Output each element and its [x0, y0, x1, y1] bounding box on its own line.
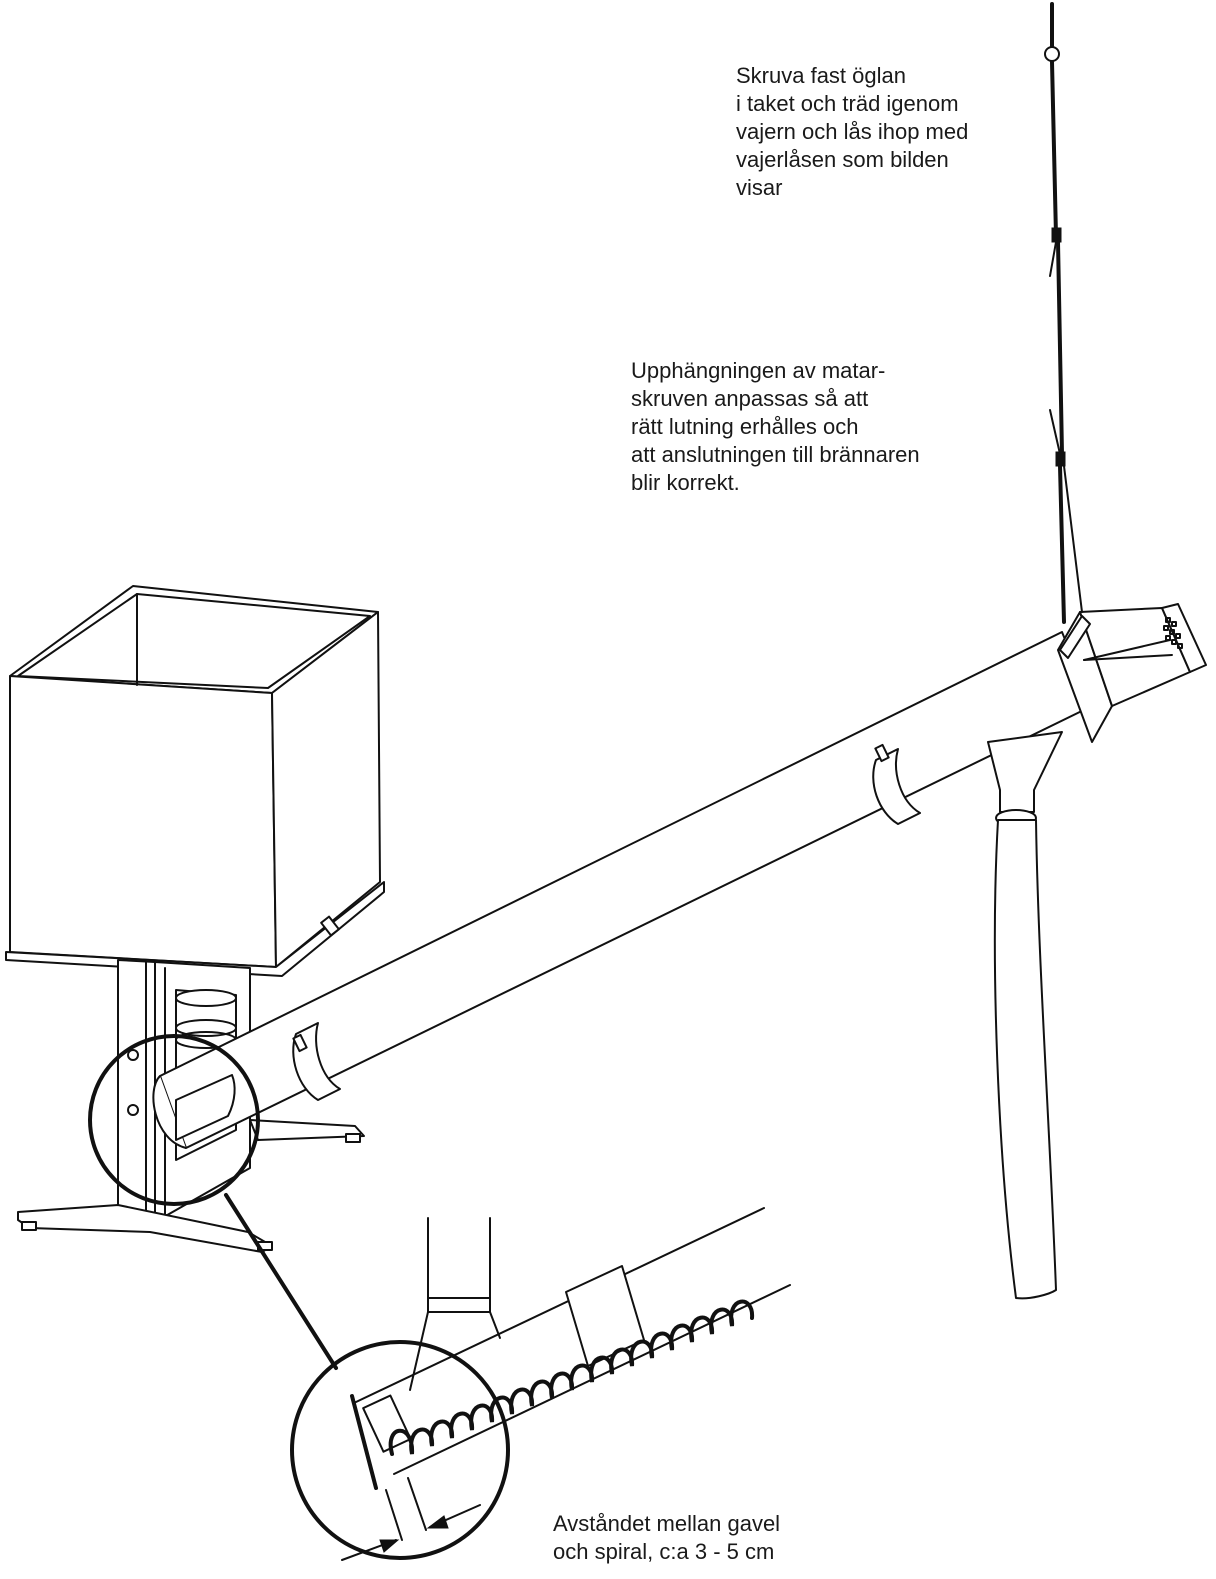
screw-spiral [388, 1299, 755, 1456]
pellet-hopper [5, 585, 385, 977]
note-line: Avståndet mellan gavel [553, 1511, 781, 1536]
note-line: vajern och lås ihop med [736, 119, 969, 144]
magnified-tube [350, 1207, 791, 1490]
note-line: blir korrekt. [631, 470, 740, 495]
note-line: vajerlåsen som bilden [736, 147, 949, 172]
vent-grille [1163, 617, 1183, 649]
outlet-and-hose [987, 731, 1063, 1300]
gap-dimension [341, 1477, 481, 1561]
note-line: Upphängningen av matar- [631, 358, 886, 383]
spiral-gap-note: Avståndet mellan gavel och spiral, c:a 3… [553, 1510, 780, 1566]
motor-housing [1057, 603, 1207, 743]
note-line: och spiral, c:a 3 - 5 cm [553, 1539, 775, 1564]
note-line: skruven anpassas så att [631, 386, 869, 411]
ceiling-hook-note: Skruva fast öglan i taket och träd igeno… [736, 62, 968, 202]
note-line: att anslutningen till brännaren [631, 442, 920, 467]
suspension-note: Upphängningen av matar- skruven anpassas… [631, 357, 920, 497]
suspension-wire [1044, 2, 1083, 624]
note-line: Skruva fast öglan [736, 63, 906, 88]
note-line: visar [736, 175, 783, 200]
note-line: rätt lutning erhålles och [631, 414, 859, 439]
detail-callout [88, 1034, 791, 1561]
note-line: i taket och träd igenom [736, 91, 959, 116]
